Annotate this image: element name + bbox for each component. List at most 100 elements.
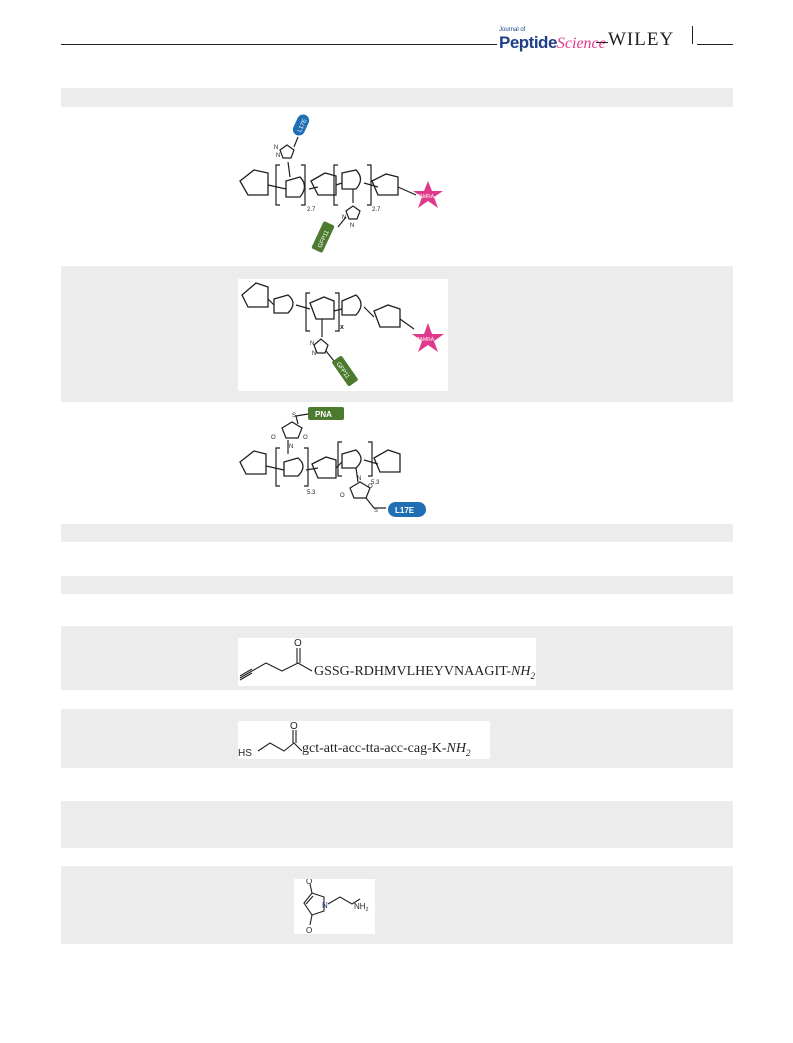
journal-logo: Journal of PeptideScience	[499, 27, 606, 52]
bracket	[275, 447, 280, 487]
sugar-unit	[239, 169, 269, 196]
carbonyl-oxygen: O	[306, 879, 312, 886]
thiol-acyl-skeleton: O HS	[238, 721, 302, 759]
l17e-tag	[388, 502, 426, 517]
amide-subscript: 2	[466, 747, 471, 758]
linker	[305, 467, 319, 471]
svg-text:N: N	[342, 215, 346, 221]
repeat-subscript: x	[340, 324, 344, 331]
linker	[265, 465, 285, 471]
table-row-band	[61, 524, 733, 542]
linker	[335, 182, 343, 186]
journal-logo-small: Journal of	[499, 27, 526, 33]
sugar-unit	[341, 294, 362, 316]
bracket	[337, 441, 342, 477]
sulfur-atom: S	[292, 413, 296, 419]
maleimide-ring	[349, 481, 371, 499]
repeat-subscript: 2.7	[372, 207, 381, 213]
pna-sequence-text: gct-att-acc-tta-acc-cag-K-	[302, 741, 447, 756]
thiol-group: HS	[238, 748, 252, 759]
pna-sequence: gct-att-acc-tta-acc-cag-K-NH2	[302, 741, 471, 758]
svg-text:O: O	[368, 484, 373, 490]
gfp11-tag	[311, 221, 335, 253]
structure-single-conjugate: N N x GFP11 TAMRA	[241, 282, 444, 386]
svg-text:N: N	[289, 444, 293, 450]
svg-text:N: N	[350, 223, 354, 229]
triazole-ring	[313, 338, 329, 354]
peptide-sequence: GSSG-RDHMVLHEYVNAAGIT-NH2	[314, 664, 535, 681]
pna-structure: O HS gct-att-acc-tta-acc-cag-K-NH2	[238, 721, 490, 759]
sugar-unit	[373, 304, 401, 328]
l17e-tag-label: L17E	[395, 506, 415, 515]
structure-dual-conjugate: N N N N L17E GFP11 TAMRA 2.7 2.7	[239, 114, 443, 253]
sugar-unit	[311, 456, 337, 479]
bracket	[305, 292, 310, 332]
tamra-star-label: TAMRA	[417, 337, 435, 343]
l17e-tag-label: L17E	[297, 118, 308, 133]
svg-text:N: N	[276, 153, 280, 159]
imide-nitrogen: N	[322, 901, 328, 910]
bracket	[333, 164, 338, 206]
linker	[397, 186, 417, 196]
sugar-unit	[310, 172, 337, 196]
triazole-ring	[345, 205, 361, 220]
amine-group: NH2	[354, 902, 369, 913]
amine-text: NH	[354, 902, 366, 911]
sugar-unit	[373, 449, 401, 473]
publisher-logo: WILEY	[608, 29, 675, 50]
amine-subscript: 2	[366, 907, 369, 913]
structure-maleimide-conjugate: S S O O O O N N PNA L17E 5.3 5.3	[239, 407, 426, 517]
sugar-unit	[341, 169, 362, 190]
table-row-band	[61, 866, 733, 944]
amide-group: NH	[446, 741, 466, 756]
journal-logo-science: Science	[556, 35, 606, 52]
bracket	[301, 164, 306, 206]
svg-text:N: N	[310, 341, 314, 347]
svg-text:N: N	[312, 351, 316, 357]
peptide-sequence-text: GSSG-RDHMVLHEYVNAAGIT-	[314, 664, 512, 679]
header-dash	[596, 42, 608, 43]
table-header-band	[61, 88, 733, 107]
sugar-unit	[241, 282, 269, 308]
journal-logo-peptide: Peptide	[499, 33, 557, 52]
svg-text:O: O	[303, 435, 308, 441]
pna-tag	[308, 407, 344, 420]
bracket	[368, 441, 373, 477]
bracket	[304, 447, 309, 487]
sugar-unit	[309, 296, 335, 320]
table-row-band	[61, 801, 733, 848]
alkyne-acyl-skeleton: O	[239, 638, 313, 681]
sugar-unit	[285, 176, 306, 198]
linker	[337, 216, 347, 228]
linker	[363, 182, 379, 188]
sugar-unit	[239, 450, 267, 475]
linker	[333, 308, 343, 312]
linker	[295, 304, 311, 310]
linker	[267, 298, 275, 306]
table-row-band	[61, 576, 733, 594]
maleimide-ring	[281, 421, 303, 439]
linker	[363, 306, 375, 318]
carbonyl-oxygen: O	[306, 926, 312, 934]
linker	[287, 161, 291, 178]
bracket	[275, 164, 280, 206]
oxygen-atom: O	[294, 638, 302, 649]
repeat-subscript: 2.7	[307, 207, 316, 213]
linker	[335, 461, 343, 469]
svg-text:N: N	[357, 476, 361, 482]
linker	[355, 467, 359, 483]
tamra-star-label: TAMRA	[417, 194, 435, 200]
repeat-subscript: 5.3	[371, 480, 380, 486]
tamra-star	[413, 181, 443, 208]
sugar-unit	[371, 173, 399, 196]
sugar-unit	[273, 294, 294, 314]
svg-text:O: O	[271, 435, 276, 441]
svg-text:O: O	[340, 493, 345, 499]
repeat-subscript: 5.3	[307, 490, 316, 496]
linker	[308, 186, 319, 190]
linker	[267, 184, 287, 190]
svg-text:N: N	[274, 145, 278, 151]
linker	[293, 136, 299, 148]
peptide-structure: O GSSG-RDHMVLHEYVNAAGIT-NH2	[238, 638, 536, 686]
linker	[295, 413, 309, 425]
